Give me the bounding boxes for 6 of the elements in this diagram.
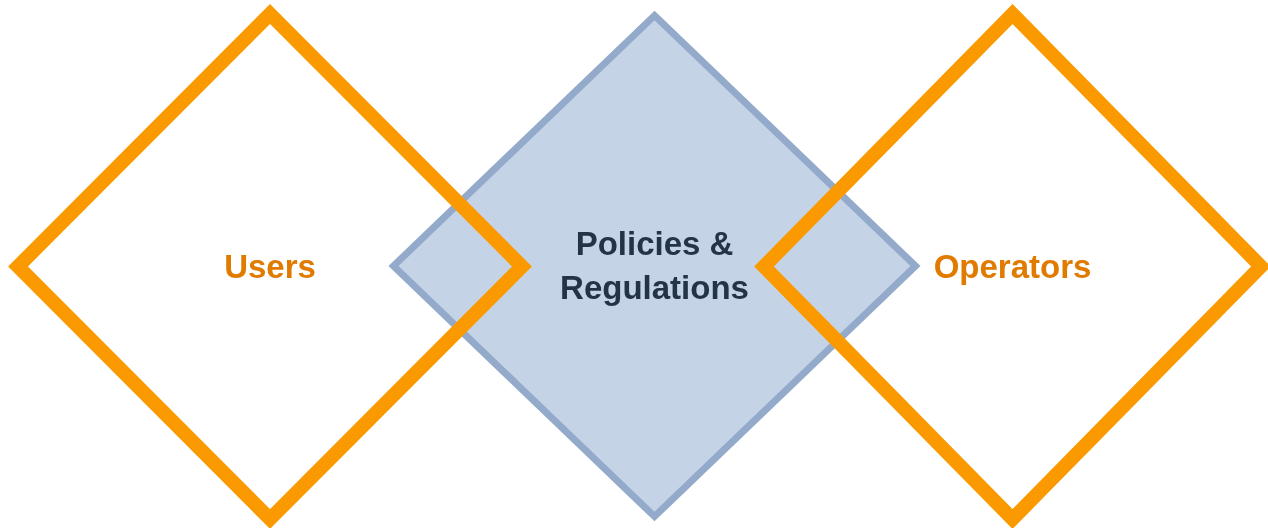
node-label: Operators [932, 246, 1093, 287]
diamond-node [10, 6, 530, 527]
node-label: Users [223, 246, 317, 287]
node-label: Policies & Regulations [559, 224, 750, 308]
diamond-node [389, 11, 920, 521]
diamond-node [756, 6, 1268, 527]
